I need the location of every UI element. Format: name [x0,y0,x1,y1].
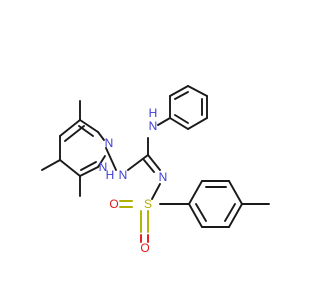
pyrimidine-ring [59,119,106,177]
oxygen-left-label: O [109,197,118,211]
n-ring-top-label: N [105,136,114,150]
sulfonyl-group [119,200,190,243]
n-ring-bottom-label: N [99,160,108,174]
structure-svg: N N N H N H N S O O [41,85,270,255]
imine-to-sulfur-bond [151,183,161,200]
ring-to-nh-bond [105,147,117,171]
n-imine-label: N [159,170,168,184]
sulfur-label: S [144,197,152,211]
tolyl-ring [188,180,243,228]
n-left-label: N [119,168,128,182]
methyl-bottom [41,159,81,197]
phenyl-ring [169,85,208,130]
central-carbon-bonds [127,137,161,173]
molecule-canvas: N N N H N H N S O O [41,85,270,256]
oxygen-bottom-label: O [140,241,149,255]
h-left-label: H [106,168,115,182]
n-phenyl-label: N [149,119,158,133]
nh-to-phenyl-bond [157,117,171,126]
h-phenyl-label: H [149,106,158,120]
